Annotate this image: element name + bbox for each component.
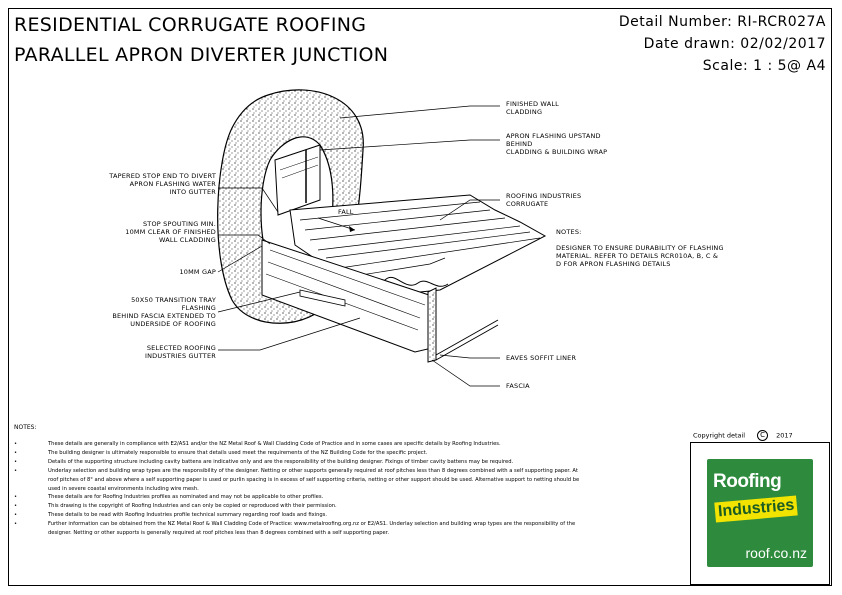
label-stop-spouting: STOP SPOUTING MIN.10mm CLEAR OF FINISHED… (125, 220, 216, 244)
note-item: These details to be read with Roofing In… (14, 511, 584, 520)
leader-lines (217, 105, 500, 387)
logo-url: roof.co.nz (745, 545, 807, 561)
copyright-icon: C (757, 430, 769, 441)
note-item: Underlay selection and building wrap typ… (14, 467, 584, 494)
transition-tray (299, 289, 346, 307)
label-fall: FALL (338, 208, 354, 216)
note-item: This drawing is the copyright of Roofing… (14, 502, 584, 511)
drawing-frame (8, 8, 832, 586)
note-item: Details of the supporting structure incl… (14, 458, 584, 467)
label-fascia: FASCIA (506, 382, 530, 390)
logo-word-roofing: Roofing (713, 471, 782, 492)
date-drawn: Date drawn: 02/02/2017 (643, 36, 826, 52)
side-notes: NOTES: DESIGNER TO ENSURE DURABILITY OF … (556, 228, 724, 268)
note-item: These details are for Roofing Industries… (14, 493, 584, 502)
notes-heading: NOTES: (14, 424, 37, 431)
note-item: The building designer is ultimately resp… (14, 449, 584, 458)
label-10mm-gap: 10mm GAP (179, 268, 216, 276)
copyright-line: Copyright detail C 2017 (693, 430, 793, 441)
fall-arrow (317, 217, 356, 231)
copyright-label: Copyright detail (693, 431, 746, 440)
fascia (427, 287, 437, 363)
copyright-year: 2017 (776, 431, 793, 440)
notes-list: These details are generally in complianc… (14, 440, 584, 538)
title-line-1: RESIDENTIAL CORRUGATE ROOFING (14, 14, 367, 36)
label-soffit: EAVES SOFFIT LINER (506, 354, 577, 362)
gutter (261, 239, 433, 353)
logo-panel: Roofing Industries roof.co.nz (690, 442, 830, 585)
scale: Scale: 1 : 5@ A4 (702, 58, 826, 74)
roofing-industries-logo: Roofing Industries roof.co.nz (707, 459, 813, 567)
logo-word-industries: Industries (714, 495, 799, 523)
note-item: Further information can be obtained from… (14, 520, 584, 538)
detail-number: Detail Number: RI-RCR027A (618, 14, 826, 30)
soffit (435, 319, 499, 361)
title-line-2: PARALLEL APRON DIVERTER JUNCTION (14, 44, 389, 66)
note-item: These details are generally in complianc… (14, 440, 584, 449)
apron-upstand (274, 144, 321, 216)
